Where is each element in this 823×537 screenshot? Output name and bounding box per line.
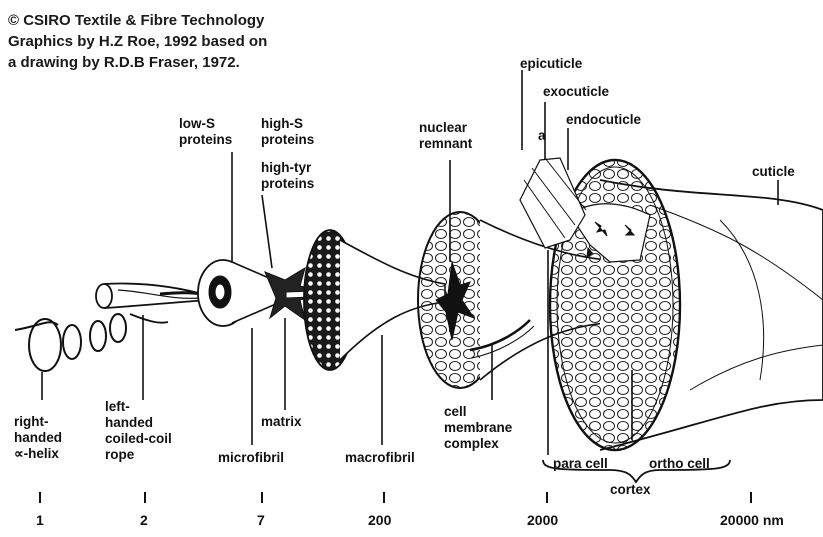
- label-cmc-1: cell: [444, 404, 467, 419]
- label-epicuticle: epicuticle: [520, 56, 583, 71]
- label-left-handed-2: handed: [105, 415, 153, 430]
- alpha-helix: [15, 314, 126, 371]
- label-low-s-1: low-S: [179, 116, 215, 131]
- scale-200: 200: [368, 512, 392, 528]
- scale-2000: 2000: [527, 512, 558, 528]
- label-a: a: [538, 128, 546, 143]
- label-endocuticle: endocuticle: [566, 112, 642, 127]
- scale-2: 2: [140, 512, 148, 528]
- label-high-s-2: proteins: [261, 132, 314, 147]
- label-right-handed-2: handed: [14, 430, 62, 445]
- label-nuclear-1: nuclear: [419, 120, 468, 135]
- label-cmc-2: membrane: [444, 420, 513, 435]
- scale-20000: 20000 nm: [720, 512, 784, 528]
- label-right-handed-3: ∝-helix: [14, 446, 59, 461]
- label-high-s-1: high-S: [261, 116, 303, 131]
- label-left-handed-3: coiled-coil: [105, 431, 172, 446]
- label-nuclear-2: remnant: [419, 136, 473, 151]
- label-left-handed-1: left-: [105, 399, 130, 414]
- scale-1: 1: [36, 512, 44, 528]
- label-microfibril: microfibril: [218, 450, 284, 465]
- label-matrix: matrix: [261, 414, 302, 429]
- label-cuticle: cuticle: [752, 164, 795, 179]
- label-cortex: cortex: [610, 482, 651, 497]
- label-cmc-3: complex: [444, 436, 499, 451]
- label-macrofibril: macrofibril: [345, 450, 415, 465]
- scale-7: 7: [257, 512, 265, 528]
- label-high-tyr-2: proteins: [261, 176, 314, 191]
- label-right-handed-1: right-: [14, 414, 49, 429]
- label-para-cell: para cell: [553, 456, 608, 471]
- label-left-handed-4: rope: [105, 447, 135, 462]
- label-ortho-cell: ortho cell: [649, 456, 710, 471]
- label-high-tyr-1: high-tyr: [261, 160, 312, 175]
- label-exocuticle: exocuticle: [543, 84, 610, 99]
- label-low-s-2: proteins: [179, 132, 232, 147]
